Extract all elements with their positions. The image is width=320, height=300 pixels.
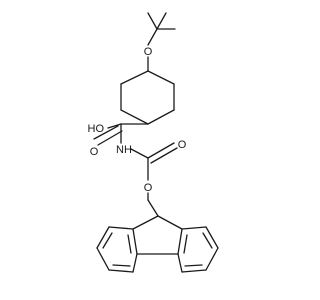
- right-ring-bond-1: [181, 226, 207, 230]
- ring-bond-6: [147, 70, 175, 85]
- fluorene-c9-right: [157, 215, 183, 230]
- ring-bond-1: [120, 70, 149, 85]
- left-ring-bond-3: [96, 247, 110, 271]
- left-ring-bond-2: [96, 226, 110, 249]
- right-ring-bond-6: [177, 228, 183, 255]
- structure-canvas: O HO O NH O O: [88, 12, 219, 273]
- carbamate-group: [120, 123, 178, 217]
- ester-oxygen-label: O: [144, 182, 153, 194]
- bond-ch2-fluorenyl: [147, 199, 159, 217]
- fluorene-group: [96, 215, 219, 273]
- bond-c-o-double-a: [93, 125, 119, 140]
- bond-c-oh: [107, 123, 122, 129]
- acid-carbonyl-oxygen-label: O: [90, 146, 99, 158]
- right-ring-bond-3: [205, 247, 219, 271]
- carboxylic-acid-group: [93, 123, 149, 146]
- bond-tbu-methyl-3: [156, 12, 167, 30]
- amine-nh-label: NH: [116, 144, 132, 156]
- right-ring-bond-4: [181, 269, 207, 273]
- bond-c-o-double-a: [147, 142, 175, 159]
- right-ring-inner-1: [202, 232, 213, 249]
- hydroxyl-label: HO: [88, 123, 105, 135]
- left-ring-bond-4: [108, 269, 134, 273]
- fluorene-c9-left: [132, 215, 159, 230]
- left-ring-inner-1: [102, 232, 113, 249]
- left-ring-bond-1: [108, 226, 134, 230]
- right-ring-bond-2: [205, 226, 219, 249]
- ring-bond-4: [147, 109, 175, 125]
- bond-c-o-double-b: [150, 147, 178, 164]
- molecule-diagram: O HO O NH O O: [88, 12, 219, 273]
- right-ring-bond-5: [177, 253, 183, 273]
- bond-tbu-methyl-1: [147, 12, 158, 30]
- left-ring-inner-3: [127, 234, 132, 254]
- cyclohexane-ring: [120, 70, 175, 125]
- bond-tbu-c-o: [147, 28, 158, 46]
- bond-c-o-double-b: [97, 130, 123, 146]
- tert-butyl-group: [147, 12, 176, 72]
- atom-labels: O HO O NH O O: [88, 46, 187, 194]
- ring-bond-3: [120, 109, 149, 125]
- ether-oxygen-label: O: [144, 46, 153, 58]
- bond-nh-c: [130, 148, 149, 159]
- right-ring-inner-3: [183, 234, 188, 254]
- carbamate-carbonyl-oxygen-label: O: [178, 139, 187, 151]
- right-ring-inner-2: [184, 264, 203, 267]
- left-ring-bond-5: [132, 253, 138, 273]
- left-ring-bond-6: [132, 228, 138, 255]
- left-ring-inner-2: [112, 264, 131, 267]
